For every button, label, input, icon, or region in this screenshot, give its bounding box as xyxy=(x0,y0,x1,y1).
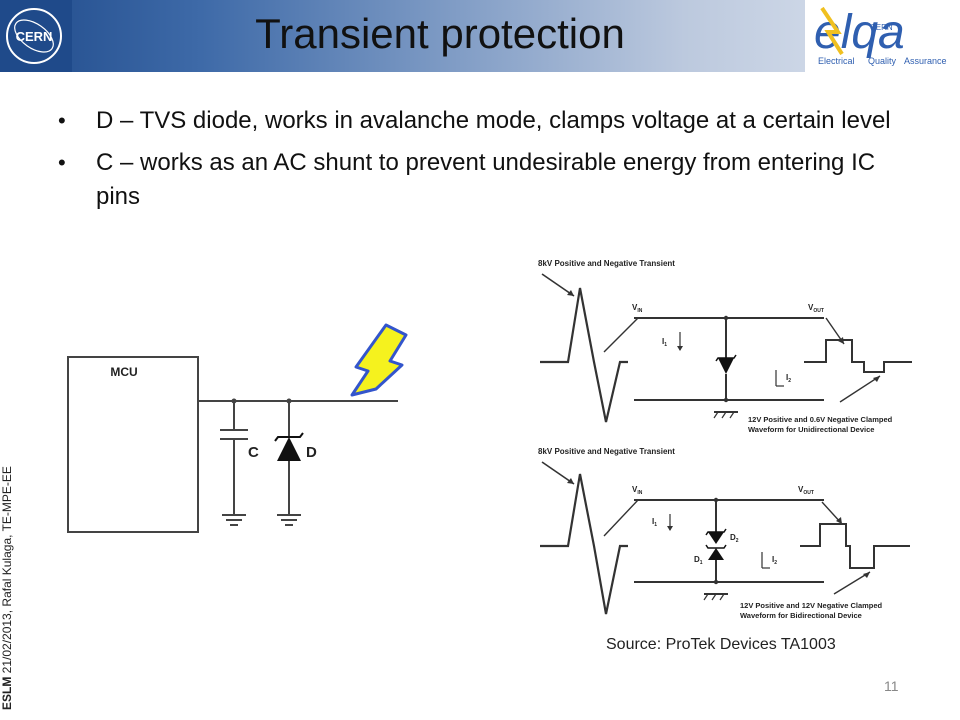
sidebar xyxy=(0,72,24,720)
svg-text:D2: D2 xyxy=(730,533,739,544)
fig2-d1: D xyxy=(694,555,700,564)
svg-text:I2: I2 xyxy=(772,555,777,566)
fig2-vin-sub: IN xyxy=(637,490,642,496)
fig2-d1-sub: 1 xyxy=(700,560,703,566)
capacitor-label: C xyxy=(248,444,259,461)
svg-text:VOUT: VOUT xyxy=(798,485,814,496)
svg-text:I1: I1 xyxy=(652,517,657,528)
bullet-list: D – TVS diode, works in avalanche mode, … xyxy=(58,104,908,222)
cern-logo: CERN xyxy=(0,0,72,72)
fig1-caption-2: Waveform for Unidirectional Device xyxy=(748,425,874,434)
fig2-caption-1: 12V Positive and 12V Negative Clamped xyxy=(740,601,883,610)
svg-text:I2: I2 xyxy=(786,373,791,384)
fig1-vout: V xyxy=(808,303,814,312)
diode-label: D xyxy=(306,444,317,461)
fig1-vin-sub: IN xyxy=(637,308,642,314)
svg-text:VIN: VIN xyxy=(632,303,643,314)
fig2-d2: D xyxy=(730,533,736,542)
fig2-i1: I xyxy=(652,517,654,526)
svg-text:VOUT: VOUT xyxy=(808,303,824,314)
fig1-i2: I xyxy=(786,373,788,382)
sidebar-footer-text: ESLM 21/02/2013, Rafal Kulaga, TE-MPE-EE xyxy=(0,466,14,710)
fig1-i1-sub: 1 xyxy=(664,342,667,348)
bidirectional-figure: 8kV Positive and Negative Transient VIN … xyxy=(538,447,910,620)
page-number: 11 xyxy=(884,678,899,694)
elqa-tagline-quality: Quality xyxy=(868,56,897,66)
fig1-transient-label: 8kV Positive and Negative Transient xyxy=(538,259,675,268)
figure-source: Source: ProTek Devices TA1003 xyxy=(606,636,836,653)
fig1-i2-sub: 2 xyxy=(788,378,791,384)
sidebar-event: ESLM xyxy=(0,676,14,710)
fig1-i1: I xyxy=(662,337,664,346)
bullet-item: C – works as an AC shunt to prevent unde… xyxy=(58,146,908,214)
mcu-box xyxy=(67,356,199,533)
fig2-i1-sub: 1 xyxy=(654,522,657,528)
elqa-logo-inner: CERN xyxy=(870,23,893,32)
fig2-vout: V xyxy=(798,485,804,494)
fig2-d2-sub: 2 xyxy=(736,538,739,544)
unidirectional-figure: 8kV Positive and Negative Transient VIN … xyxy=(538,259,912,434)
fig1-vin: V xyxy=(632,303,638,312)
bullet-item: D – TVS diode, works in avalanche mode, … xyxy=(58,104,908,138)
header-band xyxy=(0,0,805,72)
protection-circuit-diagram: MCU C D xyxy=(67,323,408,533)
elqa-logo: elqa CERN Electrical Quality Assurance xyxy=(814,6,947,66)
mcu-label: MCU xyxy=(110,365,137,379)
fig2-caption-2: Waveform for Bidirectional Device xyxy=(740,611,862,620)
elqa-tagline-assurance: Assurance xyxy=(904,56,947,66)
svg-text:D1: D1 xyxy=(694,555,703,566)
fig1-caption-1: 12V Positive and 0.6V Negative Clamped xyxy=(748,415,893,424)
fig2-transient-label: 8kV Positive and Negative Transient xyxy=(538,447,675,456)
elqa-tagline-electrical: Electrical xyxy=(818,56,855,66)
sidebar-date-author: 21/02/2013, Rafal Kulaga, TE-MPE-EE xyxy=(0,466,14,677)
cern-logo-text: CERN xyxy=(16,29,53,44)
fig2-i2-sub: 2 xyxy=(774,560,777,566)
svg-text:VIN: VIN xyxy=(632,485,643,496)
fig2-vout-sub: OUT xyxy=(803,490,814,496)
fig1-vout-sub: OUT xyxy=(813,308,824,314)
slide-title: Transient protection xyxy=(255,10,625,57)
fig2-i2: I xyxy=(772,555,774,564)
fig2-vin: V xyxy=(632,485,638,494)
svg-text:I1: I1 xyxy=(662,337,667,348)
lightning-bolt-icon xyxy=(350,323,408,397)
